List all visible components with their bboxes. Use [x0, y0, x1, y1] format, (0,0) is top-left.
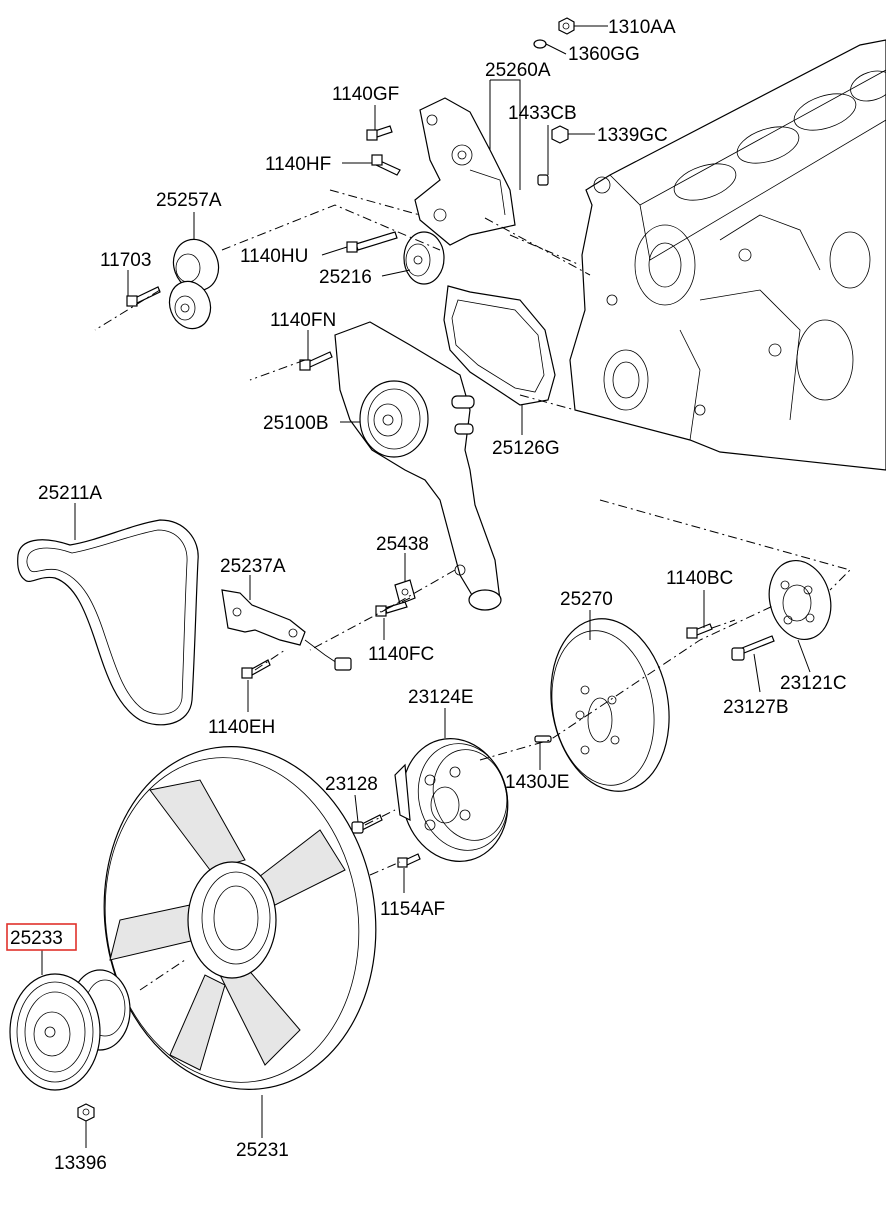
label-25211a[interactable]: 25211A — [38, 483, 102, 504]
bolt-1140fn — [299, 351, 333, 371]
label-25216[interactable]: 25216 — [319, 267, 372, 288]
bolt-1140gf — [366, 125, 393, 141]
label-25100b[interactable]: 25100B — [263, 413, 329, 434]
belt-25211a — [17, 519, 199, 726]
washer-1360gg — [533, 39, 547, 49]
tensioner-25257a — [168, 238, 220, 330]
bracket-25237a — [221, 589, 352, 671]
label-1433cb[interactable]: 1433CB — [508, 103, 577, 124]
label-1140hu[interactable]: 1140HU — [240, 246, 308, 267]
label-25231[interactable]: 25231 — [236, 1140, 289, 1161]
label-13396[interactable]: 13396 — [54, 1153, 107, 1174]
label-1140bc[interactable]: 1140BC — [666, 568, 733, 589]
bolt-1140eh — [241, 659, 271, 679]
label-25260a[interactable]: 25260A — [485, 60, 551, 81]
label-23128[interactable]: 23128 — [325, 774, 378, 795]
bolt-1140bc — [686, 623, 713, 639]
leader-lines — [41, 25, 811, 1148]
label-1430je[interactable]: 1430JE — [505, 772, 569, 793]
label-25237a[interactable]: 25237A — [220, 556, 286, 577]
nut-1339gc — [551, 125, 569, 144]
label-23124e[interactable]: 23124E — [408, 687, 474, 708]
label-1140fn[interactable]: 1140FN — [270, 310, 336, 331]
bolt-1140fc — [375, 601, 408, 617]
label-25126g[interactable]: 25126G — [492, 438, 560, 459]
pulley-23124e — [394, 738, 509, 862]
label-1310aa[interactable]: 1310AA — [608, 17, 676, 38]
part-labels: 1310AA 1360GG 25260A 1140GF 1433CB 1339G… — [10, 17, 847, 1174]
engine-block — [569, 39, 886, 471]
label-1360gg[interactable]: 1360GG — [568, 44, 640, 65]
label-1154af[interactable]: 1154AF — [380, 899, 445, 920]
pulley-25270 — [550, 618, 670, 792]
label-23127b[interactable]: 23127B — [723, 697, 789, 718]
label-1140eh[interactable]: 1140EH — [208, 717, 275, 738]
label-1140gf[interactable]: 1140GF — [332, 84, 399, 105]
assembly-lines — [94, 189, 851, 991]
bolt-23127b — [731, 635, 775, 661]
label-1339gc[interactable]: 1339GC — [597, 125, 668, 146]
label-25233[interactable]: 25233 — [10, 928, 63, 949]
pin-1430je — [534, 735, 552, 743]
highlight-box — [6, 923, 77, 951]
idler-25216 — [403, 231, 445, 285]
nut-13396 — [77, 1103, 95, 1122]
water-pump-25100b — [334, 321, 502, 611]
bolt-1140hf — [371, 154, 401, 176]
bolt-1154af — [397, 853, 421, 868]
bolt-1140hu — [346, 231, 398, 253]
gasket-25126g — [443, 285, 556, 406]
label-25438[interactable]: 25438 — [376, 534, 429, 555]
fan-25231 — [103, 746, 377, 1090]
label-25257a[interactable]: 25257A — [156, 190, 222, 211]
bolt-11703 — [126, 286, 161, 307]
hub-23121c — [768, 559, 832, 641]
label-1140fc[interactable]: 1140FC — [368, 644, 434, 665]
nut-1310aa — [558, 17, 575, 35]
label-23121c[interactable]: 23121C — [780, 673, 847, 694]
label-25270[interactable]: 25270 — [560, 589, 613, 610]
label-1140hf[interactable]: 1140HF — [265, 154, 331, 175]
label-11703[interactable]: 11703 — [100, 250, 151, 271]
bracket-25260a — [414, 97, 549, 246]
fan-clutch-25233 — [9, 969, 131, 1091]
